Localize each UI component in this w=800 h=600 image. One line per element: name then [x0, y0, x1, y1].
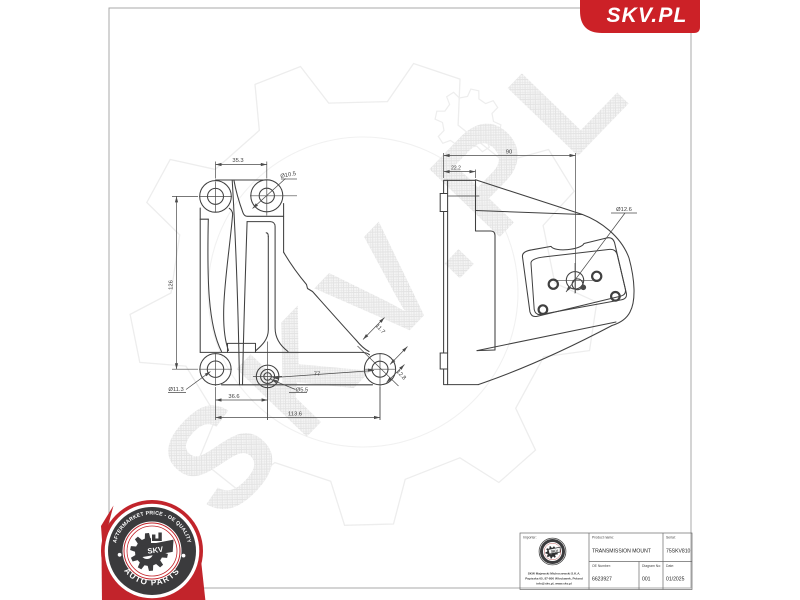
- svg-text:35.3: 35.3: [232, 158, 243, 164]
- svg-text:TRANSMISSION MOUNT: TRANSMISSION MOUNT: [592, 549, 651, 555]
- svg-text:Ø5.5: Ø5.5: [296, 388, 309, 394]
- svg-text:info@skv.pl, www.skv.pl: info@skv.pl, www.skv.pl: [536, 582, 572, 586]
- svg-text:Ø11.3: Ø11.3: [168, 387, 183, 393]
- svg-text:36.6: 36.6: [228, 394, 239, 400]
- svg-text:Importer:: Importer:: [523, 536, 537, 540]
- svg-text:Serial:: Serial:: [666, 536, 676, 540]
- svg-text:113.6: 113.6: [288, 412, 302, 418]
- svg-text:Diagram No:: Diagram No:: [642, 564, 661, 568]
- svg-text:SKV.PL: SKV.PL: [606, 4, 687, 27]
- svg-text:11.7: 11.7: [374, 323, 386, 335]
- svg-text:001: 001: [642, 577, 651, 583]
- svg-text:Ø10.5: Ø10.5: [280, 171, 297, 180]
- svg-text:SKW Majewski Michorzewski S.K.: SKW Majewski Michorzewski S.K.A.: [528, 572, 581, 576]
- svg-text:SKV: SKV: [551, 549, 559, 554]
- svg-text:90: 90: [506, 149, 512, 155]
- svg-text:126: 126: [169, 280, 175, 290]
- svg-text:Product name:: Product name:: [592, 536, 614, 540]
- svg-text:Papiezka 65, 87-800 Wloclawek,: Papiezka 65, 87-800 Wloclawek, Poland: [525, 577, 583, 581]
- svg-text:OE Number:: OE Number:: [592, 564, 611, 568]
- svg-text:Date:: Date:: [666, 564, 674, 568]
- svg-text:SKV: SKV: [147, 545, 165, 556]
- svg-text:6623927: 6623927: [592, 577, 612, 583]
- svg-text:Ø12.6: Ø12.6: [616, 207, 632, 213]
- svg-text:22.2: 22.2: [451, 165, 461, 171]
- svg-text:77: 77: [314, 371, 320, 377]
- svg-text:01/2025: 01/2025: [666, 577, 685, 583]
- svg-text:75SKV810: 75SKV810: [666, 549, 691, 555]
